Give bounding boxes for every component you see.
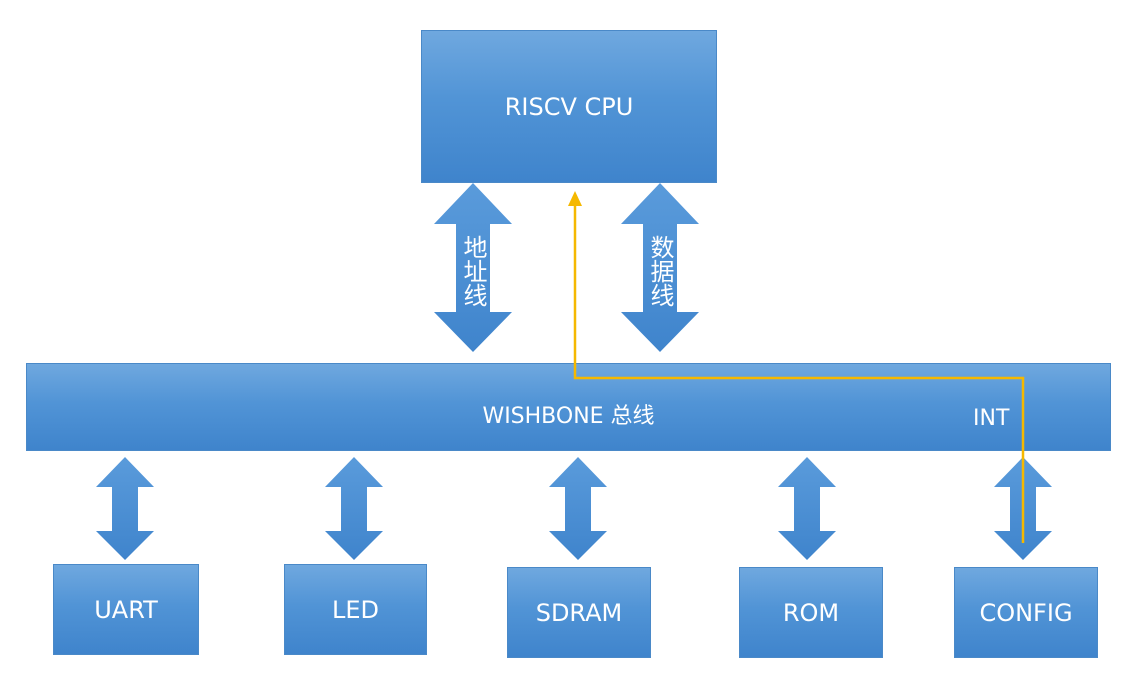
rom-link-arrow (778, 457, 836, 560)
uart-link-arrow (96, 457, 154, 560)
sdram-block: SDRAM (507, 567, 651, 658)
rom-block: ROM (739, 567, 883, 658)
uart-block: UART (53, 564, 199, 655)
config-block: CONFIG (954, 567, 1098, 658)
led-block: LED (284, 564, 427, 655)
led-link-arrow (325, 457, 383, 560)
int-label: INT (973, 406, 1010, 431)
rom-label: ROM (782, 598, 840, 627)
data-line-label: 数据线 (646, 235, 674, 307)
address-bus-arrow (434, 183, 512, 352)
sdram-label: SDRAM (535, 598, 623, 627)
sdram-link-arrow (549, 457, 607, 560)
cpu-label: RISCV CPU (504, 92, 634, 121)
cpu-block: RISCV CPU (421, 30, 717, 183)
bus-label: WISHBONE 总线 (482, 404, 655, 429)
uart-label: UART (94, 595, 158, 624)
led-label: LED (331, 595, 379, 624)
address-line-label: 地址线 (459, 235, 487, 307)
config-link-arrow (994, 457, 1052, 560)
config-label: CONFIG (979, 598, 1073, 627)
wishbone-bus-block: WISHBONE 总线 INT (26, 363, 1111, 451)
